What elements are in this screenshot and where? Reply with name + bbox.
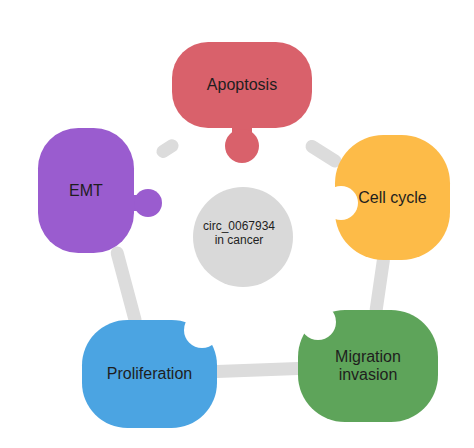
piece-outline xyxy=(172,42,312,162)
puzzle-piece: EMT xyxy=(38,128,163,253)
puzzle-piece: Cell cycle xyxy=(335,135,450,260)
puzzle-piece: Migration invasion xyxy=(298,310,438,422)
pentagon-link xyxy=(117,253,135,320)
center-label: circ_0067934 in cancer xyxy=(201,219,277,247)
pentagon-link xyxy=(376,260,383,310)
process-label: Apoptosis xyxy=(207,76,277,94)
puzzle-piece: Proliferation xyxy=(82,320,217,428)
text-area: Proliferation xyxy=(82,340,217,408)
text-area: Apoptosis xyxy=(172,42,312,128)
pentagon-link xyxy=(312,146,335,161)
center-circle: circ_0067934 in cancer xyxy=(193,187,293,287)
text-area: Migration invasion xyxy=(308,332,428,400)
process-label: Proliferation xyxy=(107,365,192,383)
pentagon-link xyxy=(163,146,172,152)
text-area: Cell cycle xyxy=(345,135,440,260)
pentagon-link xyxy=(217,369,298,372)
process-label: Cell cycle xyxy=(358,189,426,207)
text-area: EMT xyxy=(38,128,134,253)
text-area: circ_0067934 in cancer xyxy=(201,195,277,271)
process-label: EMT xyxy=(69,182,103,200)
process-label: Migration invasion xyxy=(308,348,428,384)
puzzle-piece: Apoptosis xyxy=(172,42,312,162)
